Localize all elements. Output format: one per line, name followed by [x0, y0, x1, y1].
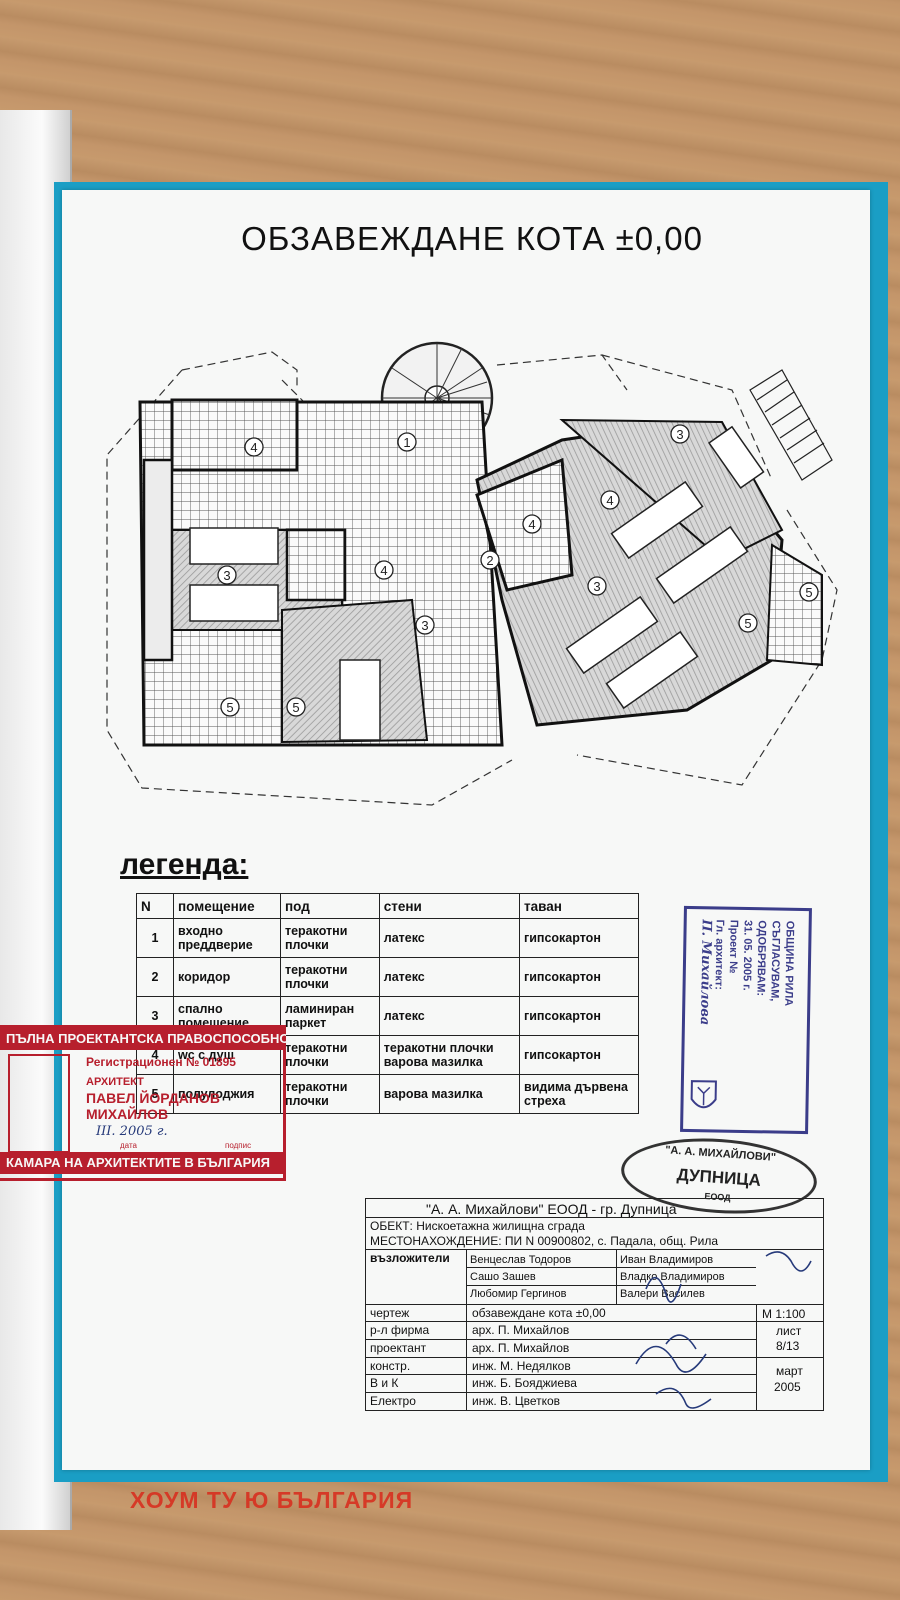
tb-month: март [776, 1364, 803, 1378]
exterior-stair [749, 369, 833, 481]
legend-header-row: N помещение под стени таван [136, 893, 639, 919]
tb-row-label: р-л фирма [370, 1323, 430, 1337]
ceiling-cell: гипсокартон [519, 1035, 639, 1075]
tb-location: МЕСТОНАХОЖДЕНИЕ: ПИ N 00900802, с. Падал… [370, 1234, 719, 1248]
license-sign-caption: подпис [225, 1141, 252, 1150]
tb-client: Валери Василев [620, 1288, 705, 1300]
license-name: ПАВЕЛ ЙОРДАНОВ МИХАЙЛОВ [86, 1090, 220, 1122]
room-marker-5: 5 [226, 700, 233, 715]
room-marker-4b: 4 [380, 563, 387, 578]
tb-row-label: проектант [370, 1341, 427, 1355]
tb-client: Иван Владимиров [620, 1254, 714, 1266]
municipality-approval-stamp: ОБЩИНА РИЛА СЪГЛАСУВАМ, ОДОБРЯВАМ: 31. 0… [680, 905, 812, 1135]
tb-row-label: чертеж [370, 1306, 410, 1320]
col-header-ceiling: таван [519, 893, 639, 919]
tb-client: Сашо Зашев [470, 1271, 536, 1283]
license-logo-icon [8, 1054, 70, 1153]
tb-client: Владко Владимиров [620, 1271, 725, 1283]
license-bottom: КАМАРА НА АРХИТЕКТИТЕ В БЪЛГАРИЯ [0, 1152, 286, 1174]
row-number: 2 [136, 957, 174, 997]
room-number-markers: 1 2 3 3 3 3 4 4 4 4 5 5 5 5 [217, 424, 819, 717]
walls-cell: латекс [378, 996, 521, 1036]
drawing-sheet: ОБЗАВЕЖДАНЕ КОТА ±0,00 [62, 190, 870, 1470]
floor-cell: теракотни плочки [279, 1074, 380, 1114]
license-date-caption: дата [120, 1141, 137, 1150]
tb-scale: М 1:100 [762, 1307, 806, 1321]
license-top: ПЪЛНА ПРОЕКТАНТСКА ПРАВОСПОСОБНОСТ [0, 1028, 286, 1050]
row-number: 5 [136, 1074, 174, 1114]
floor-cell: теракотни плочки [279, 1035, 380, 1075]
walls-cell: латекс [378, 957, 521, 997]
license-reg: Регистрационен № 01895 [86, 1055, 236, 1069]
floor-cell: ламиниран паркет [279, 996, 380, 1036]
license-profession: АРХИТЕКТ [86, 1076, 144, 1088]
right-wing [475, 369, 833, 727]
drawing-title: ОБЗАВЕЖДАНЕ КОТА ±0,00 [241, 220, 703, 257]
floor-cell: теракотни плочки [279, 918, 380, 958]
room-cell: полулоджия [173, 1074, 281, 1114]
room-cell: входно преддверие [173, 918, 281, 958]
room-marker-1: 1 [403, 435, 410, 450]
ceiling-cell: видима дървена стреха [519, 1074, 639, 1114]
tb-sheet-number: 8/13 [776, 1339, 800, 1353]
walls-cell: варова мазилка [378, 1074, 521, 1114]
room-marker-4d: 4 [606, 493, 613, 508]
table-row: 2 коридор теракотни плочки латекс гипсок… [136, 957, 639, 997]
tb-client: Любомир Гергинов [470, 1288, 567, 1300]
tb-row-value: инж. В. Цветков [472, 1394, 561, 1408]
floor-cell: теракотни плочки [279, 957, 380, 997]
license-date: III. 2005 г. [96, 1124, 168, 1139]
room-marker-3: 3 [223, 568, 230, 583]
legend-heading: легенда: [120, 848, 249, 881]
tb-row-label: В и К [370, 1376, 399, 1390]
watermark: ХОУМ ТУ Ю БЪЛГАРИЯ [130, 1487, 414, 1513]
tb-sheet-label: лист [776, 1324, 802, 1338]
tb-row-label: констр. [370, 1359, 411, 1373]
table-row: 5 полулоджия теракотни плочки варова маз… [136, 1074, 639, 1114]
room-marker-5d: 5 [805, 585, 812, 600]
room-marker-2: 2 [486, 553, 493, 568]
room-marker-5c: 5 [744, 616, 751, 631]
tb-row-value: арх. П. Михайлов [472, 1341, 570, 1355]
col-header-n: N [136, 893, 174, 919]
tb-row-value: обзавеждане кота ±0,00 [472, 1306, 606, 1320]
room-marker-4: 4 [250, 440, 257, 455]
tb-client: Венцеслав Тодоров [470, 1254, 572, 1266]
walls-cell: теракотни плочки варова мазилка [378, 1035, 521, 1075]
room-marker-5b: 5 [292, 700, 299, 715]
room-marker-3b: 3 [421, 618, 428, 633]
ceiling-cell: гипсокартон [519, 957, 639, 997]
col-header-floor: под [279, 893, 380, 919]
room-cell: коридор [173, 957, 281, 997]
title-block: "А. А. Михайлови" ЕООД - гр. Дупница ОБЕ… [365, 1198, 824, 1411]
walls-cell: латекс [378, 918, 521, 958]
architect-license-stamp: ПЪЛНА ПРОЕКТАНТСКА ПРАВОСПОСОБНОСТ Регис… [0, 1025, 286, 1181]
left-wing [138, 398, 504, 747]
col-header-room: помещение [173, 893, 281, 919]
room-marker-3d: 3 [676, 427, 683, 442]
tb-row-value: инж. М. Недялков [472, 1359, 571, 1373]
municipality-crest-icon [690, 1080, 717, 1109]
tb-row-value: арх. П. Михайлов [472, 1323, 570, 1337]
legend-table: N помещение под стени таван 1 входно пре… [136, 893, 639, 1114]
tb-company: "А. А. Михайлови" ЕООД - гр. Дупница [426, 1201, 677, 1217]
tb-object: ОБЕКТ: Нискоетажна жилищна сграда [370, 1219, 585, 1233]
tb-year: 2005 [774, 1380, 801, 1394]
col-header-walls: стени [378, 893, 521, 919]
tb-row-label: Електро [370, 1394, 416, 1408]
room-marker-4c: 4 [528, 517, 535, 532]
tb-clients-label: възложители [370, 1251, 450, 1265]
table-row: 1 входно преддверие теракотни плочки лат… [136, 918, 639, 958]
ceiling-cell: гипсокартон [519, 996, 639, 1036]
row-number: 1 [136, 918, 174, 958]
signatures [635, 1251, 812, 1409]
ceiling-cell: гипсокартон [519, 918, 639, 958]
room-marker-3c: 3 [593, 579, 600, 594]
floor-plan: 1 2 3 3 3 3 4 4 4 4 5 5 5 5 [106, 341, 838, 806]
tb-row-value: инж. Б. Бояджиева [472, 1376, 577, 1390]
